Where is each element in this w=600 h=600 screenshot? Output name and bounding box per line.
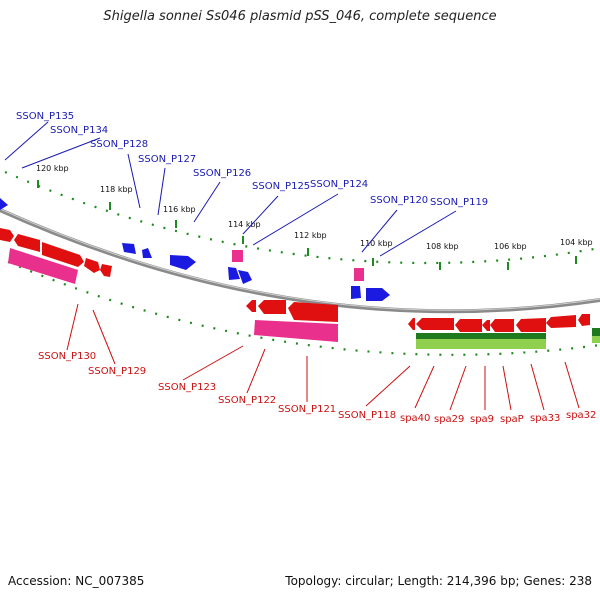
reverse-cds	[258, 300, 286, 314]
reverse-cds	[546, 315, 576, 328]
forward-cds	[228, 267, 240, 280]
forward-strand-features	[0, 198, 390, 301]
gene-label-reverse: SSON_P123	[158, 382, 216, 393]
forward-cds	[170, 255, 196, 270]
green-features	[416, 328, 600, 349]
forward-cds	[142, 248, 152, 258]
tick-label: 118 kbp	[100, 185, 133, 194]
tick-label: 106 kbp	[494, 242, 527, 251]
gene-label-reverse: SSON_P122	[218, 395, 276, 406]
gene-label-forward: SSON_P125	[252, 181, 310, 192]
reverse-cds	[14, 234, 40, 252]
green-feature-dark	[416, 333, 546, 339]
accession-label: Accession: NC_007385	[8, 574, 145, 588]
gene-label-forward: SSON_P135	[16, 111, 74, 122]
gene-label-forward: SSON_P120	[370, 195, 428, 206]
tick-label: 108 kbp	[426, 242, 459, 251]
reverse-cds	[288, 302, 338, 322]
gene-label-forward: SSON_P124	[310, 179, 368, 190]
forward-cds	[0, 198, 8, 210]
rna-feature	[232, 250, 243, 262]
inner-rna-features	[8, 248, 338, 342]
rna-feature	[354, 268, 364, 281]
gene-label-reverse: SSON_P118	[338, 410, 396, 421]
rna-band	[8, 248, 78, 284]
tick-label: 112 kbp	[294, 231, 327, 240]
gene-label-reverse: spa29	[434, 414, 464, 425]
forward-cds	[122, 243, 136, 254]
gene-label-reverse: spa40	[400, 413, 430, 424]
forward-cds	[351, 286, 361, 299]
reverse-cds	[100, 264, 112, 277]
reverse-cds	[455, 319, 482, 332]
green-feature-dark	[592, 328, 600, 336]
topology-info: Topology: circular; Length: 214,396 bp; …	[285, 574, 592, 588]
reverse-cds	[516, 318, 546, 332]
tick-label: 104 kbp	[560, 238, 593, 247]
reverse-cds	[0, 228, 14, 242]
green-feature	[592, 336, 600, 343]
tick-label: 120 kbp	[36, 164, 69, 173]
backbone	[0, 208, 600, 314]
map-title: Shigella sonnei Ss046 plasmid pSS_046, c…	[103, 9, 497, 24]
gene-label-forward: SSON_P126	[193, 168, 251, 179]
tick-label: 114 kbp	[228, 220, 261, 229]
reverse-cds	[482, 320, 490, 331]
gene-label-reverse: SSON_P130	[38, 351, 96, 362]
gene-label-forward: SSON_P134	[50, 125, 108, 136]
reverse-cds	[578, 314, 590, 326]
gene-label-reverse: SSON_P121	[278, 404, 336, 415]
reverse-cds	[408, 318, 415, 330]
major-ticks	[37, 180, 577, 270]
gene-label-forward: SSON_P127	[138, 154, 196, 165]
reverse-cds	[416, 318, 454, 330]
gene-label-reverse: SSON_P129	[88, 366, 146, 377]
red-leader-lines	[66, 303, 580, 411]
gene-label-forward: SSON_P119	[430, 197, 488, 208]
reverse-cds	[490, 319, 514, 332]
forward-cds	[366, 288, 390, 301]
gene-label-reverse: spa33	[530, 413, 560, 424]
green-feature	[416, 339, 546, 349]
rna-band	[254, 320, 338, 342]
reverse-strand-features	[0, 228, 590, 332]
gene-label-reverse: spaP	[500, 414, 524, 425]
tick-label: 116 kbp	[163, 205, 196, 214]
gene-label-reverse: spa32	[566, 410, 596, 421]
reverse-cds	[84, 258, 100, 273]
gene-label-forward: SSON_P128	[90, 139, 148, 150]
gene-label-reverse: spa9	[470, 414, 494, 425]
blue-leader-lines	[4, 121, 457, 257]
forward-cds	[238, 270, 252, 284]
tick-label: 110 kbp	[360, 239, 393, 248]
reverse-cds	[42, 242, 84, 267]
reverse-cds	[246, 300, 256, 312]
backbone-highlight	[0, 208, 600, 311]
